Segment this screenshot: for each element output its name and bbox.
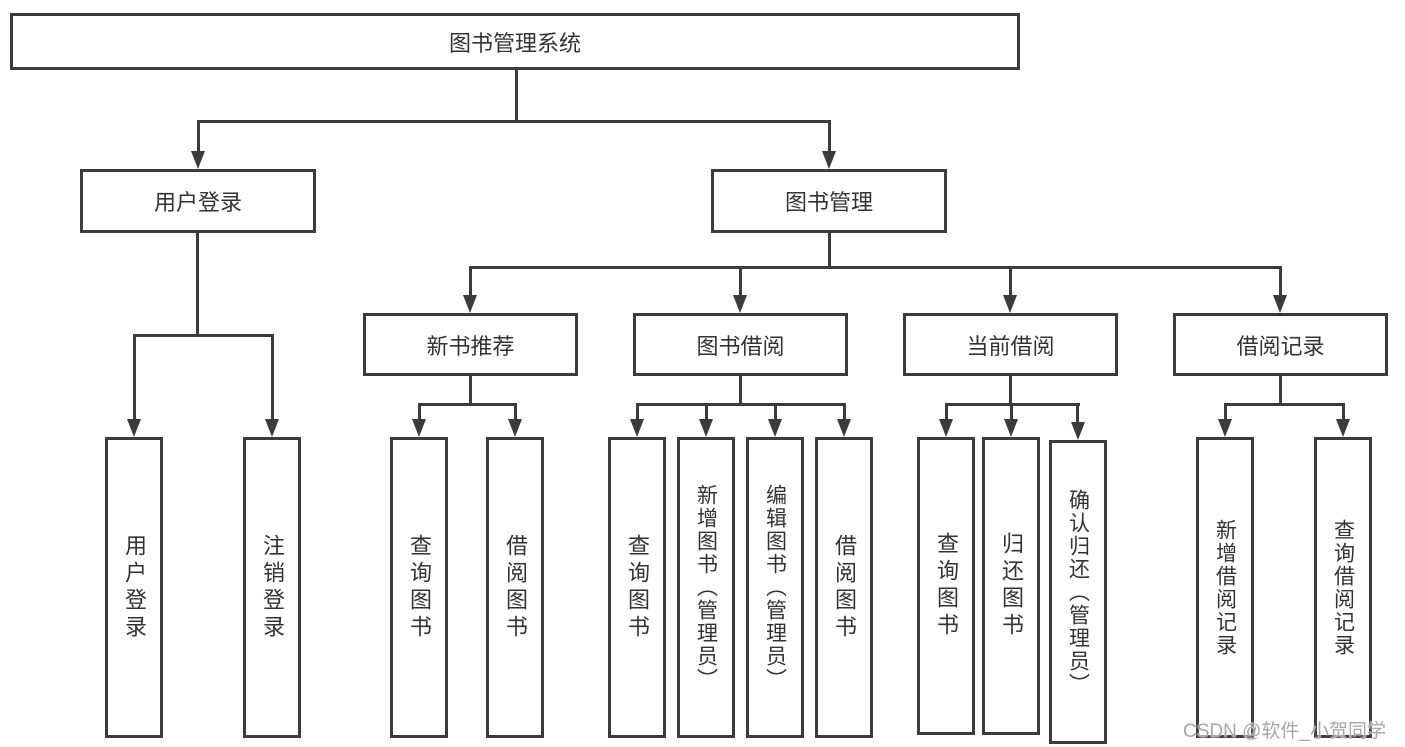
leaf-query-borrow-record: 查询借阅记录 <box>1314 437 1372 738</box>
leaf-query-books-current: 查询图书 <box>917 437 975 735</box>
node-library-system: 图书管理系统 <box>10 13 1020 70</box>
connector-line <box>739 266 742 297</box>
connector-line <box>1076 403 1079 424</box>
connector-line <box>196 233 199 337</box>
connector-line <box>133 334 136 421</box>
leaf-query-books-recommend: 查询图书 <box>390 437 448 738</box>
connector-line <box>418 403 517 406</box>
connector-line <box>418 403 421 421</box>
connector-line <box>1010 403 1013 421</box>
arrowhead-down-icon <box>1004 419 1018 437</box>
arrowhead-down-icon <box>412 419 426 437</box>
connector-line <box>945 403 948 421</box>
connector-line <box>1279 376 1282 406</box>
connector-line <box>1279 266 1282 297</box>
connector-line <box>197 120 200 153</box>
arrowhead-down-icon <box>939 419 953 437</box>
arrowhead-down-icon <box>822 151 836 169</box>
connector-line <box>469 266 1282 269</box>
leaf-query-books-borrow: 查询图书 <box>608 437 666 738</box>
arrowhead-down-icon <box>1336 419 1350 437</box>
arrowhead-down-icon <box>265 419 279 437</box>
connector-line <box>1224 403 1344 406</box>
arrowhead-down-icon <box>1218 419 1232 437</box>
leaf-edit-book-admin: 编辑图书（管理员） <box>746 437 804 738</box>
arrowhead-down-icon <box>699 419 713 437</box>
arrowhead-down-icon <box>733 295 747 313</box>
csdn-watermark: CSDN @软件_小贺同学 <box>1183 721 1386 742</box>
connector-line <box>828 233 831 269</box>
connector-line <box>514 403 517 421</box>
node-book-borrow: 图书借阅 <box>633 313 848 376</box>
connector-line <box>1009 266 1012 297</box>
arrowhead-down-icon <box>768 419 782 437</box>
leaf-confirm-return-admin: 确认归还（管理员） <box>1049 440 1107 744</box>
connector-line <box>636 403 639 421</box>
leaf-add-borrow-record: 新增借阅记录 <box>1196 437 1254 738</box>
arrowhead-down-icon <box>1003 295 1017 313</box>
leaf-return-books: 归还图书 <box>982 437 1040 735</box>
node-current-borrow: 当前借阅 <box>903 313 1118 376</box>
connector-line <box>843 403 846 421</box>
connector-line <box>469 266 472 297</box>
connector-line <box>828 120 831 153</box>
connector-line <box>636 403 846 406</box>
node-book-management: 图书管理 <box>711 169 947 233</box>
connector-line <box>469 376 472 406</box>
node-borrow-records: 借阅记录 <box>1173 313 1388 376</box>
connector-line <box>133 334 274 337</box>
node-new-book-recommend: 新书推荐 <box>363 313 578 376</box>
connector-line <box>271 334 274 421</box>
arrowhead-down-icon <box>1071 422 1085 440</box>
leaf-borrow-books-recommend: 借阅图书 <box>486 437 544 738</box>
node-user-login: 用户登录 <box>80 169 316 233</box>
arrowhead-down-icon <box>837 419 851 437</box>
leaf-logout: 注销登录 <box>243 437 301 738</box>
connector-line <box>1342 403 1345 421</box>
leaf-user-login: 用户登录 <box>105 437 163 738</box>
connector-line <box>774 403 777 421</box>
connector-line <box>197 120 831 123</box>
connector-line <box>705 403 708 421</box>
connector-line <box>1009 376 1012 406</box>
arrowhead-down-icon <box>630 419 644 437</box>
arrowhead-down-icon <box>508 419 522 437</box>
arrowhead-down-icon <box>191 151 205 169</box>
arrowhead-down-icon <box>463 295 477 313</box>
connector-line <box>1224 403 1227 421</box>
connector-line <box>515 70 518 122</box>
arrowhead-down-icon <box>127 419 141 437</box>
connector-line <box>739 376 742 406</box>
leaf-borrow-books: 借阅图书 <box>815 437 873 738</box>
leaf-add-book-admin: 新增图书（管理员） <box>677 437 735 738</box>
arrowhead-down-icon <box>1273 295 1287 313</box>
